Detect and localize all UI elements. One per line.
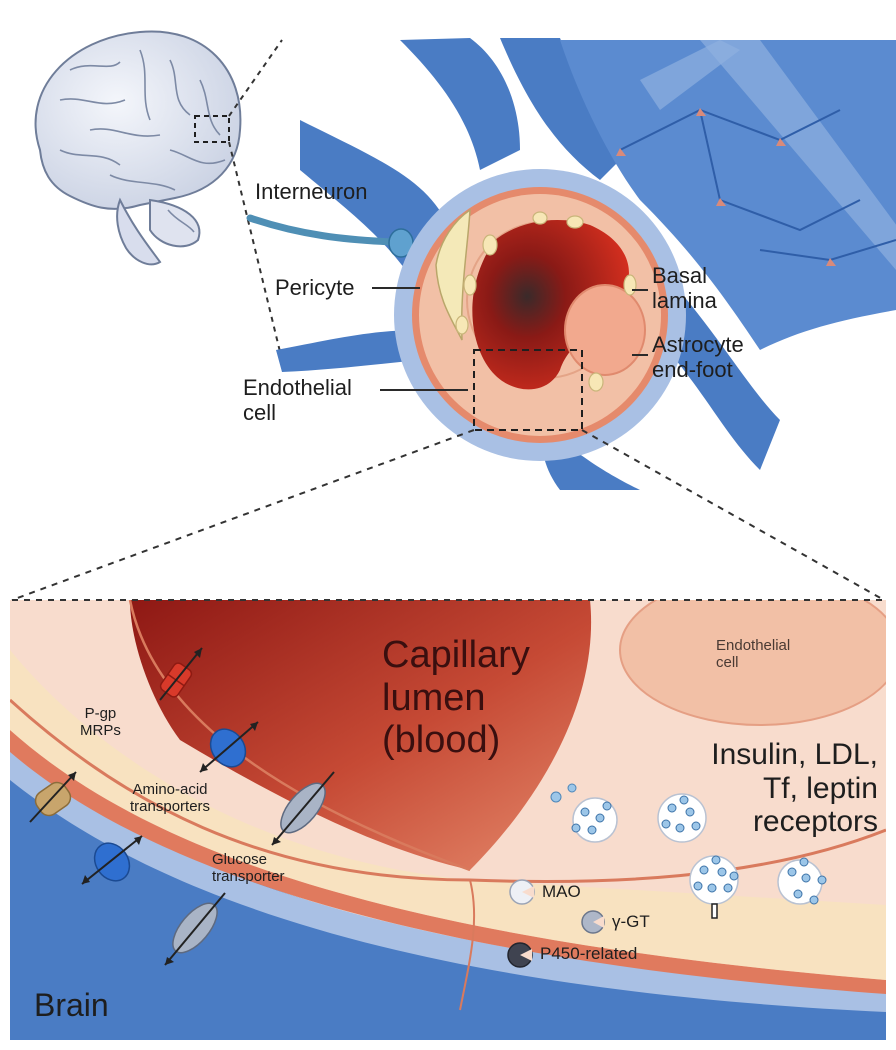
amino-acid-transporter-2 <box>81 835 143 885</box>
free-ligand-dots <box>550 783 577 803</box>
capillary-lumen-top <box>472 220 629 390</box>
zoom-lines-top <box>228 39 283 361</box>
blood-cell-inset <box>564 284 646 376</box>
capillary-lumen-large <box>130 600 592 870</box>
label-gamma-gt: γ-GT <box>612 912 650 931</box>
efflux-transporter-tan <box>29 771 77 823</box>
vesicle-1 <box>571 797 618 843</box>
bottom-panel <box>10 600 886 1040</box>
label-endothelial-cell-bottom: Endothelial cell <box>716 637 791 671</box>
vesicle-3 <box>689 855 739 919</box>
label-receptors: Insulin, LDL, Tf, leptin receptors <box>711 738 878 839</box>
label-endothelial-cell-top: Endothelial cell <box>243 375 352 425</box>
gamma-gt-enzyme-icon <box>581 910 605 934</box>
receptor-vesicles <box>550 783 827 919</box>
label-capillary-lumen: Capillary lumen (blood) <box>382 634 530 762</box>
zoom-lines-bottom <box>11 429 885 601</box>
amino-acid-transporter-1 <box>199 721 259 773</box>
label-pericyte: Pericyte <box>275 275 355 300</box>
brain-illustration <box>34 30 242 266</box>
label-glucose-transporter: Glucose transporter <box>212 851 285 885</box>
endothelial-nucleus <box>619 600 886 726</box>
pericyte-body <box>435 208 471 341</box>
label-interneuron: Interneuron <box>255 179 368 204</box>
label-basal-lamina: Basal lamina <box>652 263 717 313</box>
vesicle-4 <box>777 857 827 905</box>
pgp-transporter <box>159 647 203 701</box>
tight-junction-nuclei <box>455 211 637 392</box>
label-leader-lines-top <box>372 287 648 391</box>
glucose-transporter-2 <box>164 892 226 966</box>
label-amino-acid-transporters: Amino-acid transporters <box>130 781 211 815</box>
glucose-transporter-1 <box>271 771 335 846</box>
label-pgp-mrps: P-gp MRPs <box>80 705 121 739</box>
vesicle-2 <box>657 793 707 843</box>
p450-enzyme-icon <box>507 942 533 968</box>
label-mao: MAO <box>542 882 581 901</box>
label-p450-related: P450-related <box>540 944 638 963</box>
label-astrocyte-end-foot: Astrocyte end-foot <box>652 332 744 382</box>
label-brain: Brain <box>34 987 109 1023</box>
interneuron-process <box>246 214 399 246</box>
mao-enzyme-icon <box>509 879 535 905</box>
capillary-cross-section <box>394 169 686 461</box>
